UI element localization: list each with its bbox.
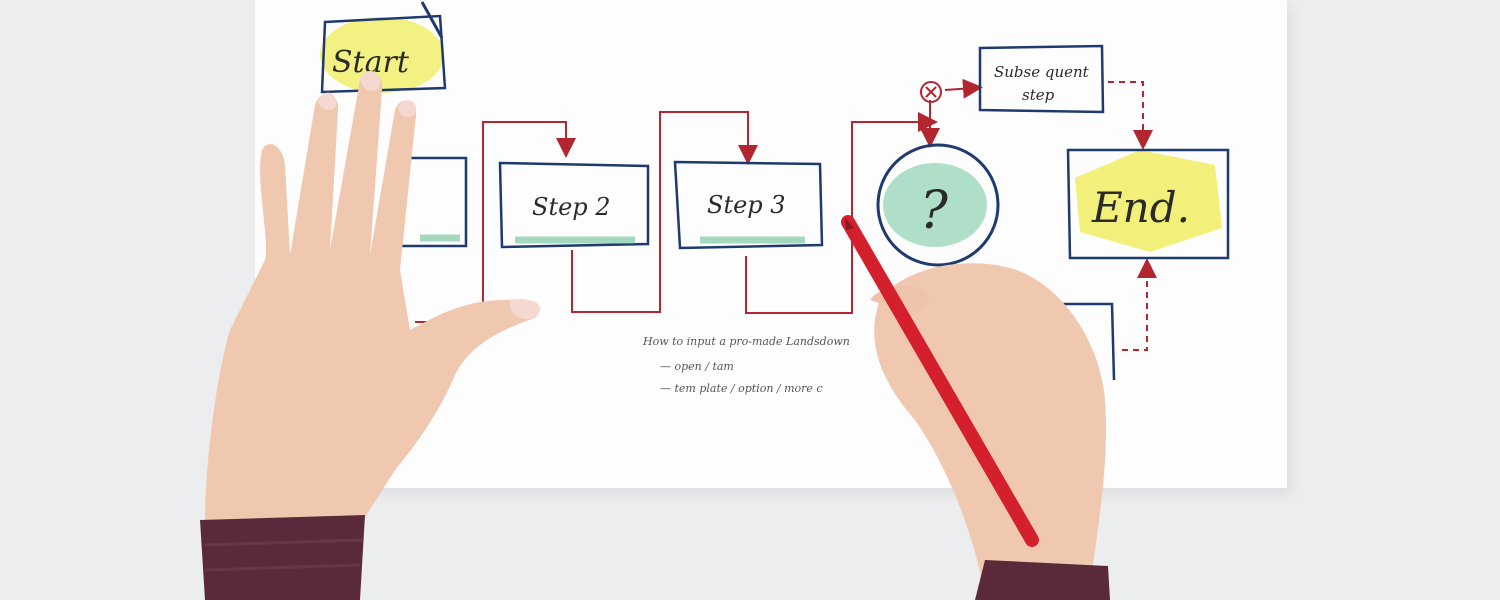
note-line-1: How to input a pro-made Landsdown xyxy=(642,335,850,348)
step3-node: Step 3 xyxy=(673,160,824,250)
step3-label: Step 3 xyxy=(707,191,786,219)
handwritten-notes: How to input a pro-made Landsdown — open… xyxy=(642,335,850,395)
left-hand-skin xyxy=(205,72,539,525)
start-highlight xyxy=(320,17,444,93)
subsequent-label-line1: Subse quent xyxy=(994,63,1090,81)
decision-circle xyxy=(876,143,1000,267)
subsequent-box xyxy=(978,44,1105,114)
step3-box xyxy=(673,160,824,250)
step2-label: Step 2 xyxy=(532,193,611,221)
left-hand xyxy=(200,71,541,600)
subsequent-node: Subse quent step xyxy=(978,44,1105,114)
note-line-3: — tem plate / option / more c xyxy=(660,382,823,395)
step1-node xyxy=(395,156,468,248)
start-box xyxy=(320,14,447,94)
right-hand-skin xyxy=(874,263,1107,595)
note-line-2: — open / tam xyxy=(660,360,734,373)
decision-node: ? xyxy=(876,143,1000,267)
end-node: End. xyxy=(1066,148,1230,260)
step2-node: Step 2 xyxy=(498,161,650,249)
left-sleeve xyxy=(200,515,365,600)
decision-highlight xyxy=(883,163,987,247)
red-pencil xyxy=(841,215,1039,547)
right-hand xyxy=(841,215,1110,600)
end-box xyxy=(1066,148,1230,260)
start-node: Start xyxy=(320,1,447,94)
subsequent-label-line2: step xyxy=(1022,86,1055,104)
right-sleeve xyxy=(975,560,1110,600)
step2-box xyxy=(498,161,650,249)
cross-marker xyxy=(920,81,942,103)
end-highlight xyxy=(1075,150,1222,252)
decision-label: ? xyxy=(920,181,949,241)
end-label: End. xyxy=(1091,183,1190,232)
